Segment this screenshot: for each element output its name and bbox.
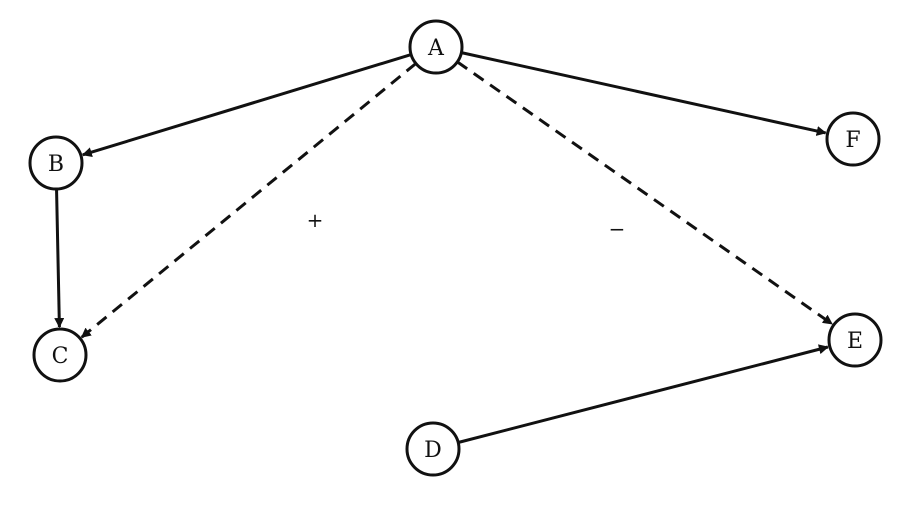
node-f: F	[825, 111, 881, 167]
edge-b-to-c	[54, 188, 65, 329]
node-label: A	[427, 36, 445, 61]
node-d: D	[405, 421, 461, 477]
node-label: B	[48, 152, 64, 177]
edge-d-to-e	[457, 344, 829, 444]
edge-a-to-f	[461, 51, 827, 136]
edge-signs-layer: +−	[307, 208, 626, 241]
node-label: C	[52, 344, 69, 369]
node-circle	[408, 19, 464, 75]
edge-sign-a-c: +	[307, 208, 324, 232]
edge-a-to-b	[81, 53, 412, 157]
node-circle	[405, 421, 461, 477]
edge-a-to-c	[80, 62, 417, 339]
node-e: E	[827, 312, 883, 368]
node-label: F	[845, 128, 860, 153]
edge-a-to-e	[456, 60, 833, 326]
node-circle	[825, 111, 881, 167]
node-b: B	[28, 135, 84, 191]
node-circle	[28, 135, 84, 191]
node-label: D	[424, 438, 442, 463]
node-label: E	[847, 329, 863, 354]
node-circle	[32, 327, 88, 383]
edge-sign-a-e: −	[609, 217, 626, 241]
nodes-layer: A B C D E F	[28, 19, 883, 477]
node-circle	[827, 312, 883, 368]
node-a: A	[408, 19, 464, 75]
edges-layer	[54, 51, 833, 444]
node-c: C	[32, 327, 88, 383]
